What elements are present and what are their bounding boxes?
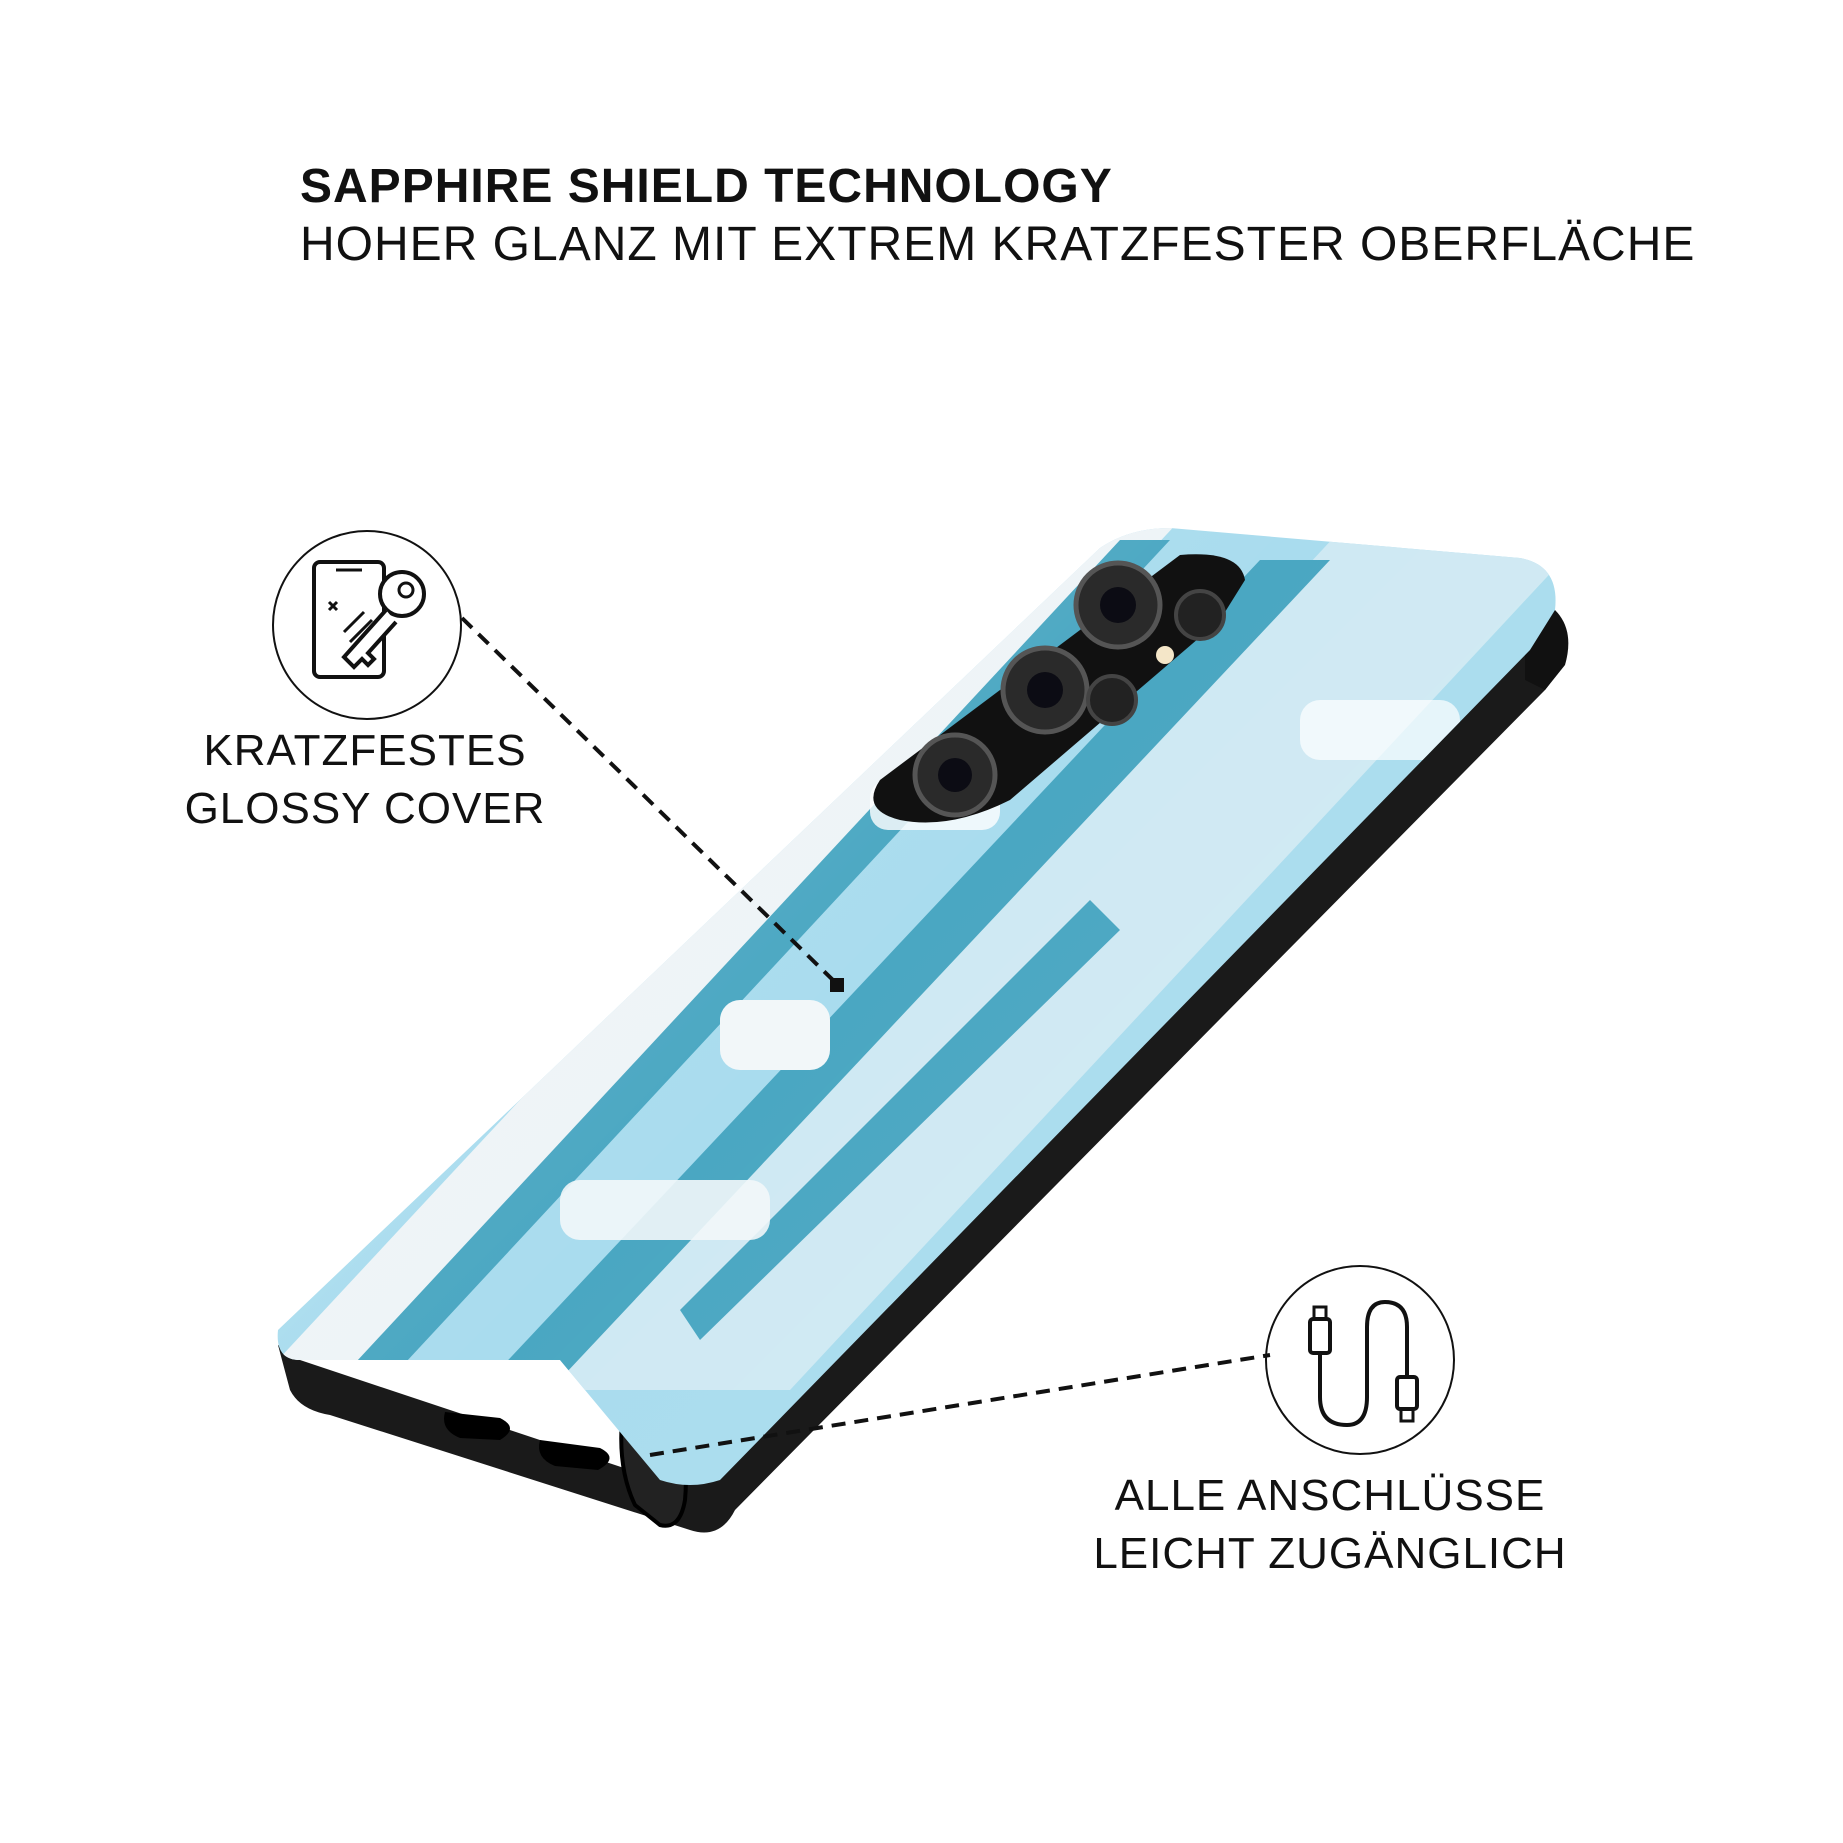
camera-module <box>873 554 1245 823</box>
callout-ports-line1: ALLE ANSCHLÜSSE <box>1114 1471 1546 1520</box>
leader-line-ports <box>649 1353 1271 1457</box>
headline-title: SAPPHIRE SHIELD TECHNOLOGY <box>300 160 1113 213</box>
callout-ports: ALLE ANSCHLÜSSE LEICHT ZUGÄNGLICH <box>1065 1467 1595 1583</box>
phone-key-icon <box>272 530 462 720</box>
callout-cover: KRATZFESTES GLOSSY COVER <box>150 722 580 838</box>
leader-line-cover <box>460 616 840 987</box>
usb-cable-icon <box>1265 1265 1455 1455</box>
callout-ports-line2: LEICHT ZUGÄNGLICH <box>1093 1529 1567 1578</box>
headline: SAPPHIRE SHIELD TECHNOLOGY HOHER GLANZ M… <box>300 158 1695 274</box>
headline-subtitle: HOHER GLANZ MIT EXTREM KRATZFESTER OBERF… <box>300 218 1696 271</box>
callout-cover-line2: GLOSSY COVER <box>184 784 546 833</box>
leader-dot-cover <box>830 978 844 992</box>
callout-cover-line1: KRATZFESTES <box>203 726 527 775</box>
